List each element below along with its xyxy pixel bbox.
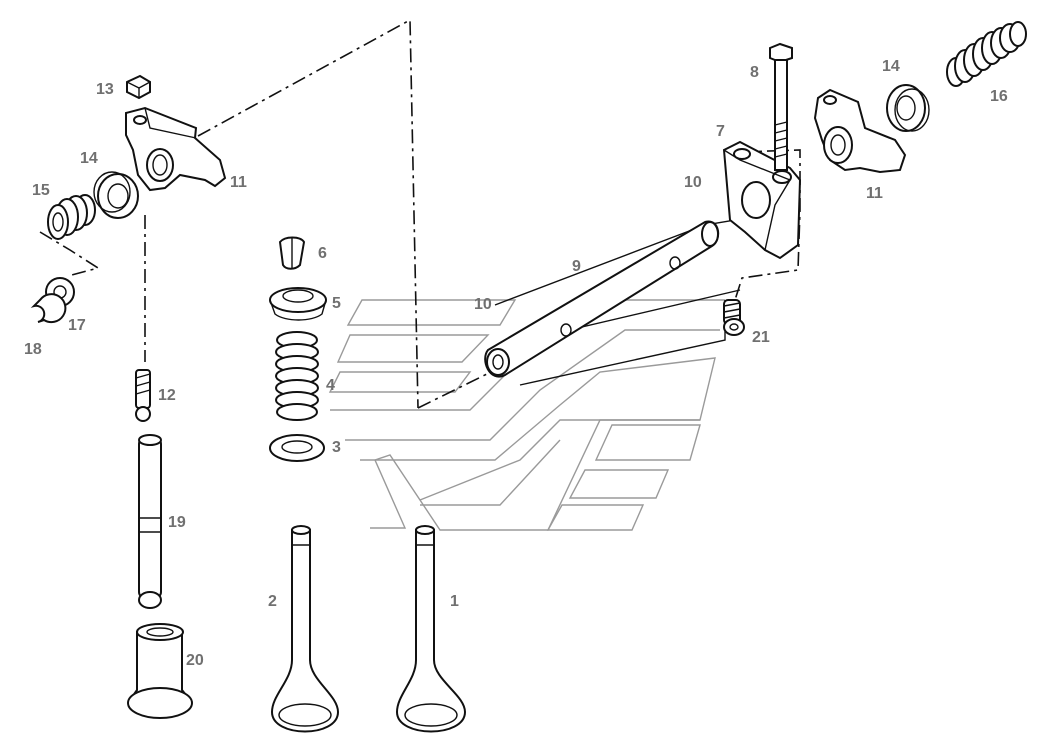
- callout-17: 17: [68, 317, 86, 334]
- callout-10b: 10: [474, 296, 492, 313]
- callout-9: 9: [572, 258, 581, 275]
- callout-7: 7: [716, 123, 725, 140]
- circlip-18: [30, 293, 67, 324]
- valve-1: [395, 525, 467, 733]
- callout-11b: 11: [866, 185, 883, 202]
- callout-10a: 10: [684, 174, 702, 191]
- callout-1: 1: [450, 593, 459, 610]
- valve-spring-4: [275, 331, 319, 421]
- callout-6: 6: [318, 245, 327, 262]
- spring-right-16: [946, 21, 1027, 87]
- callout-15: 15: [32, 182, 50, 199]
- callout-labels: 1 2 3 4 5 6 7 8 9 10 10 11 11 12 13 14 1…: [24, 58, 1008, 669]
- nut-13: [126, 74, 151, 100]
- assembly-guide-lines: [39, 18, 801, 409]
- callout-19: 19: [168, 514, 186, 531]
- valve-2: [270, 525, 340, 733]
- tappet-20: [127, 623, 193, 719]
- callout-14b: 14: [882, 58, 900, 75]
- callout-4: 4: [326, 377, 335, 394]
- callout-12: 12: [158, 387, 176, 404]
- callout-14a: 14: [80, 150, 98, 167]
- washer-left-14: [93, 171, 139, 219]
- washer-right-14: [886, 84, 930, 132]
- spring-retainer-5: [269, 287, 327, 321]
- rocker-shaft-9: [484, 220, 720, 378]
- rocker-arm-right-11: [813, 88, 907, 174]
- valve-collets-6: [278, 236, 306, 270]
- screw-21: [723, 299, 745, 336]
- callout-3: 3: [332, 439, 341, 456]
- callout-16: 16: [990, 88, 1008, 105]
- callout-2: 2: [268, 593, 277, 610]
- adjusting-screw-12: [135, 369, 151, 422]
- spring-seat-3: [269, 434, 325, 462]
- spring-left-15: [47, 194, 96, 240]
- rocker-arm-left-11: [125, 106, 227, 192]
- callout-21: 21: [752, 329, 770, 346]
- callout-5: 5: [332, 295, 341, 312]
- bolt-8: [769, 42, 793, 171]
- watermark-logo: [328, 299, 725, 531]
- shaft-bracket-7: [722, 140, 802, 260]
- push-rod-19: [138, 434, 162, 609]
- callout-8: 8: [750, 64, 759, 81]
- callout-20: 20: [186, 652, 204, 669]
- callout-13: 13: [96, 81, 114, 98]
- callout-18: 18: [24, 341, 42, 358]
- callout-11a: 11: [230, 174, 247, 191]
